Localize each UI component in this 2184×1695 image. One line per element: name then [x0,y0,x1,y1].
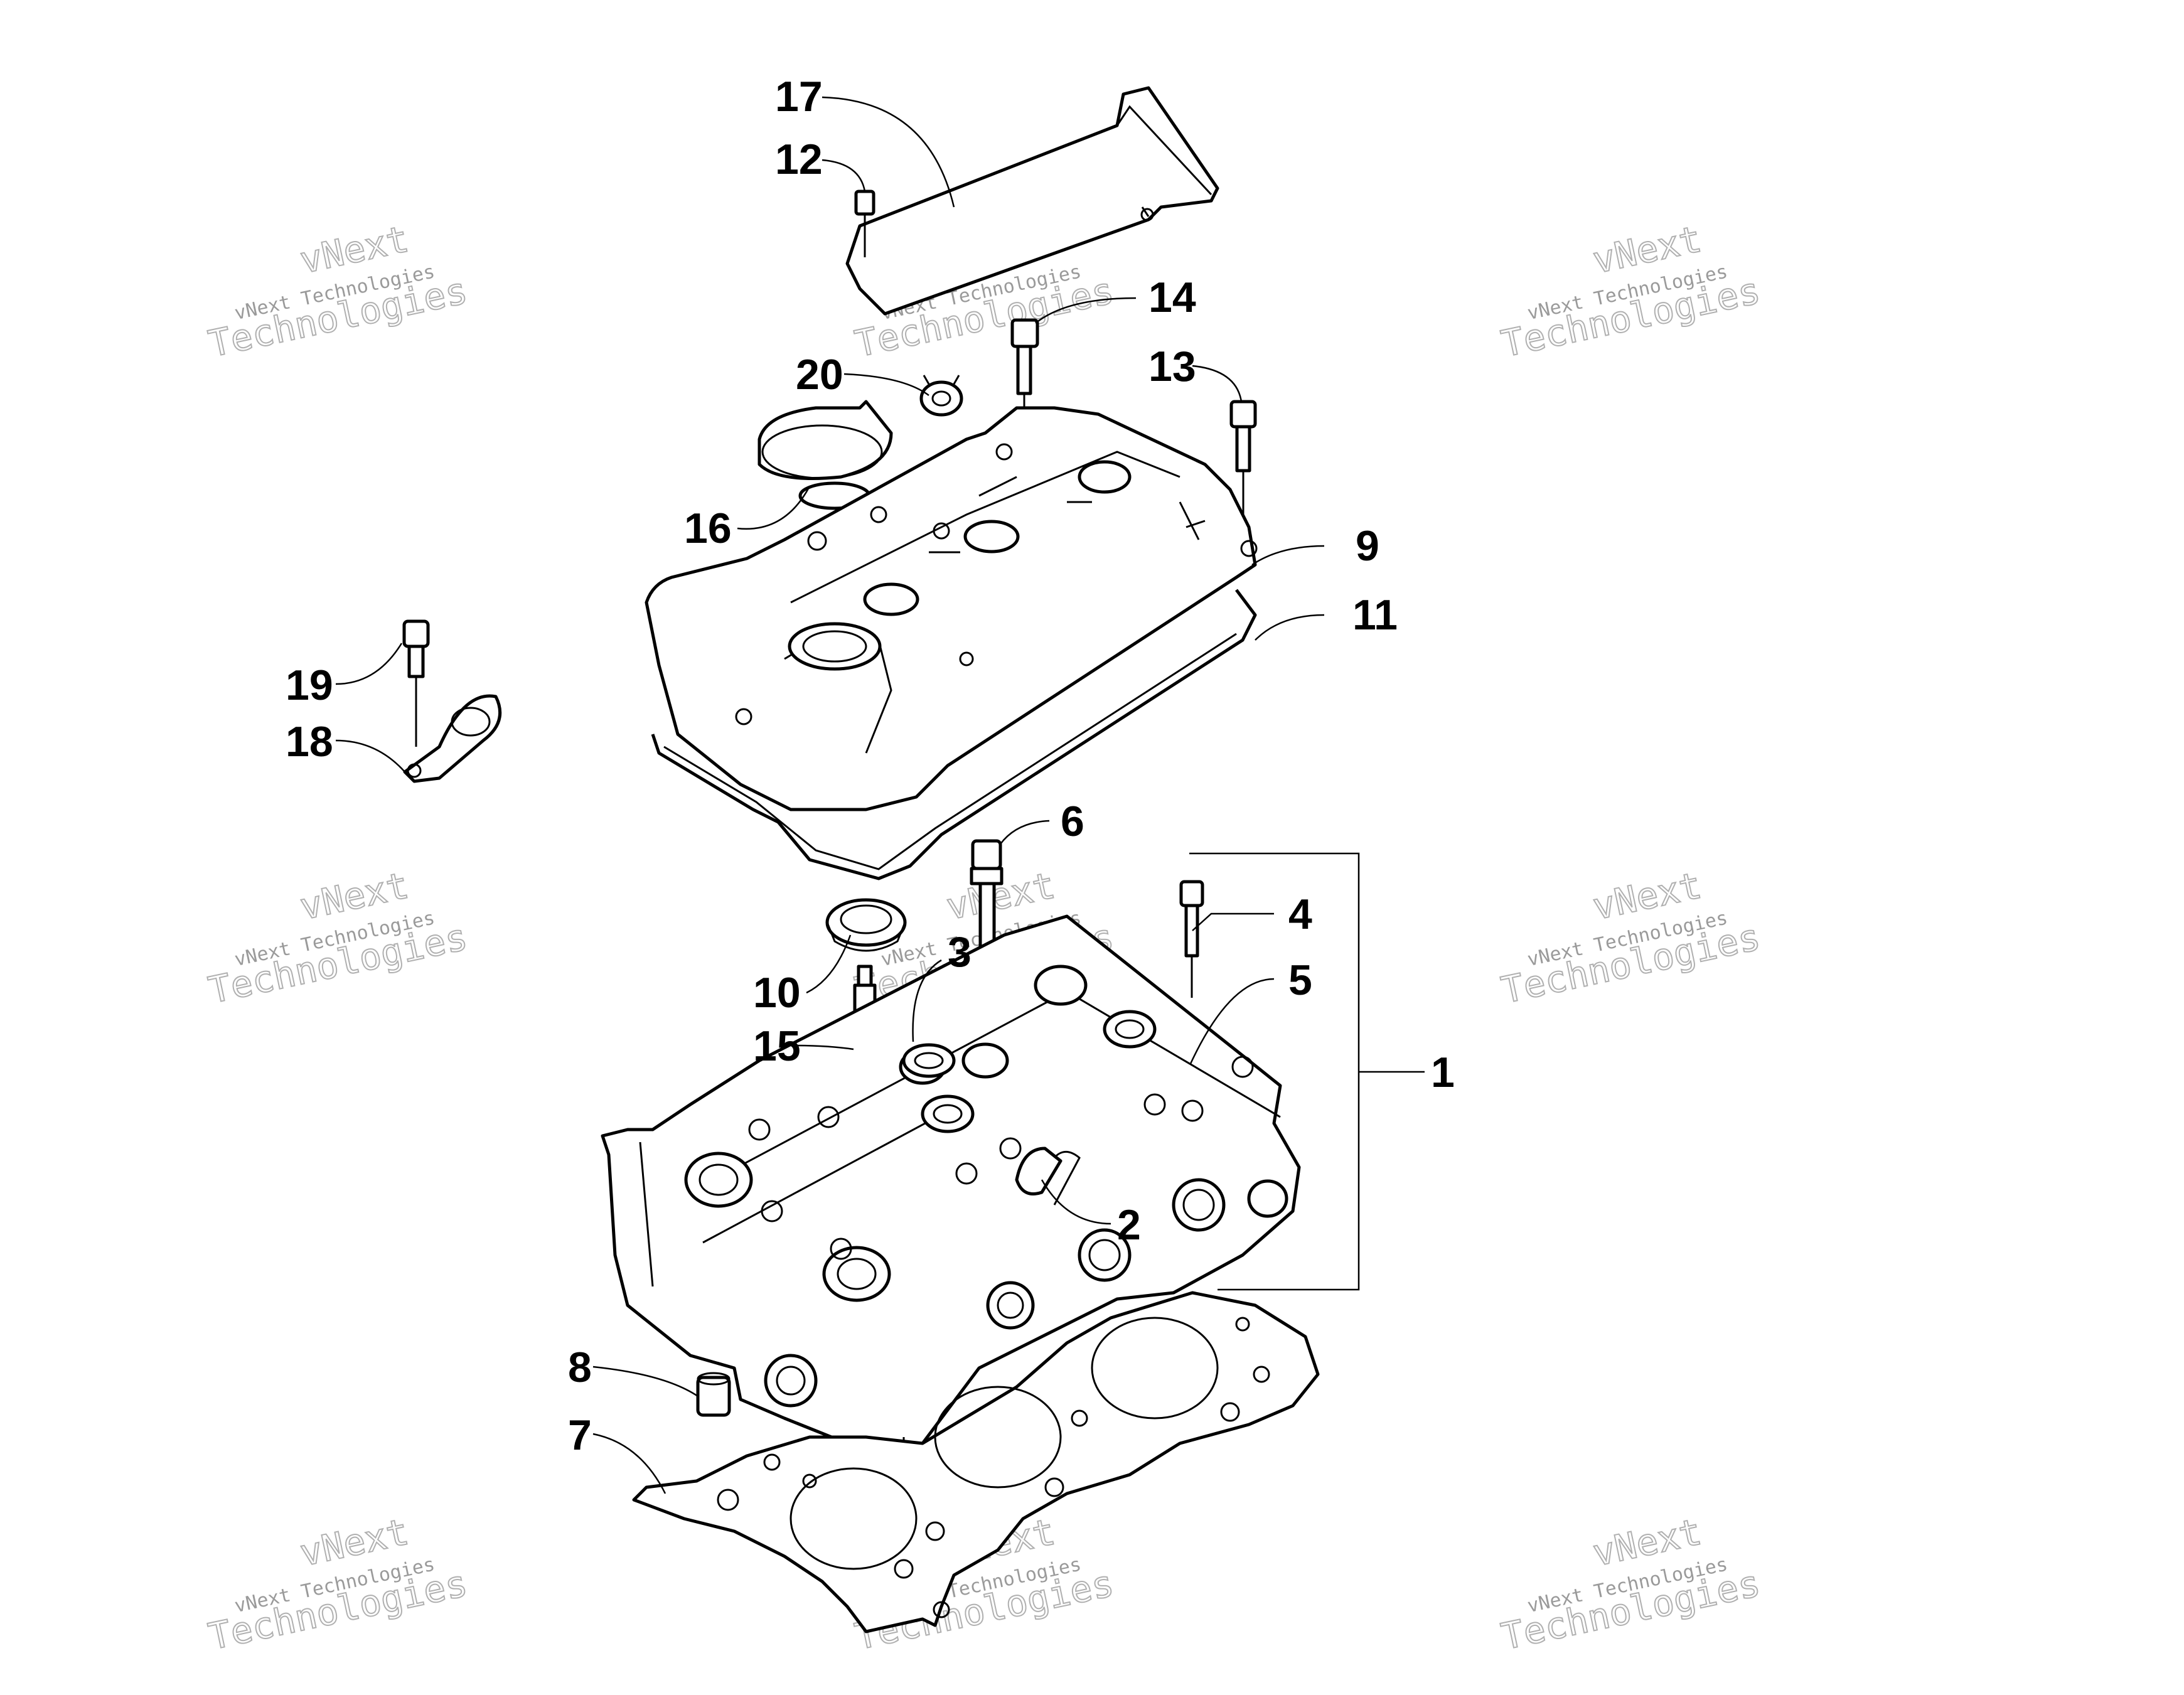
watermark: vNext vNext Technologies Technologies [1497,863,1764,1012]
part-8-dowel [696,1372,731,1417]
leader-lines [335,96,1425,1494]
callout-2: 2 [1117,1201,1141,1249]
part-10-seal [825,898,907,952]
callout-15: 15 [753,1022,801,1070]
watermark: vNext vNext Technologies Technologies [204,217,471,366]
leader-14 [1035,297,1137,324]
callout-4: 4 [1288,890,1312,938]
callout-6: 6 [1061,798,1084,845]
callout-14: 14 [1148,274,1196,321]
leader-19 [335,643,403,685]
leader-20 [843,373,929,397]
callout-7: 7 [568,1411,592,1459]
leader-5 [1189,978,1275,1064]
watermark: vNext vNext Technologies Technologies [204,1509,471,1659]
part-18-bracket [403,694,502,783]
part-2-breather-pipe [1015,1147,1063,1195]
leader-13 [1192,365,1243,402]
part-20-hose-clip [919,375,963,417]
callout-20: 20 [796,351,843,398]
leader-12 [822,159,866,192]
callout-19: 19 [286,661,333,709]
leader-7 [592,1433,666,1494]
part-17-timing-cover [845,86,1219,316]
callout-11: 11 [1352,591,1398,639]
callout-12: 12 [775,136,823,183]
callout-9: 9 [1356,522,1379,570]
callout-16: 16 [684,505,732,552]
part-1-cylinder-head [601,914,1301,1495]
callout-8: 8 [568,1344,592,1391]
watermark: vNext vNext Technologies Technologies [204,863,471,1012]
part-9-valve-cover [645,406,1258,811]
leader-11 [1255,614,1325,641]
leader-4 [1192,912,1274,931]
callout-5: 5 [1288,956,1312,1004]
callout-13: 13 [1148,343,1196,390]
callout-3: 3 [948,928,972,976]
leader-9 [1251,545,1325,566]
part-7-head-gasket [632,1291,1320,1634]
callout-10: 10 [753,969,801,1017]
part-11-gasket [651,589,1257,880]
leader-16 [737,486,811,530]
leader-10 [806,934,852,994]
part-14-bolt [1010,318,1039,496]
callout-17: 17 [775,73,823,120]
leader-1 [1189,852,1425,1291]
leader-3 [912,959,942,1042]
watermark: vNext vNext Technologies Technologies [1497,217,1764,366]
watermark: vNext vNext Technologies Technologies [1497,1509,1764,1659]
part-19-bolt [402,619,430,747]
part-3-oil-seal [902,1043,956,1078]
leader-15 [793,1044,854,1051]
callout-1: 1 [1431,1049,1455,1096]
callout-18: 18 [286,718,333,766]
leader-8 [592,1366,699,1398]
leader-2 [1041,1179,1111,1225]
leader-17 [822,96,955,208]
leader-18 [335,739,405,773]
part-4-bolt [1179,880,1204,998]
callout-labels: 17 12 14 13 20 16 9 11 19 18 6 4 5 10 15… [286,73,1455,1459]
leader-6 [999,820,1050,845]
